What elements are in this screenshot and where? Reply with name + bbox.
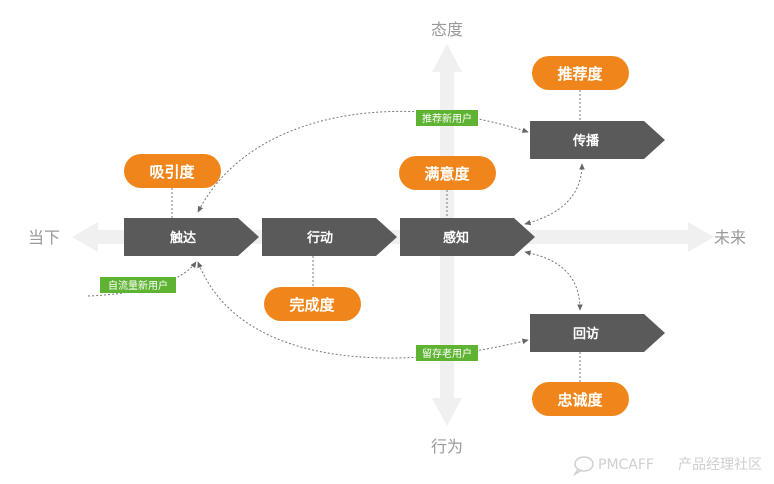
tag-retain-old-users-label: 留存老用户: [422, 347, 472, 360]
tag-organic-new-users-label: 自流量新用户: [108, 279, 168, 292]
flow-perception-to-spread: [524, 163, 585, 226]
node-spread-label: 传播: [572, 133, 600, 149]
tag-organic-new-users: 自流量新用户: [100, 277, 176, 293]
flow-spread-to-touch: [197, 110, 529, 213]
metric-completion-label: 完成度: [289, 296, 335, 314]
node-action-label: 行动: [306, 230, 333, 246]
node-perception: 感知: [400, 218, 535, 256]
node-revisit-label: 回访: [573, 326, 599, 342]
metric-loyalty: 忠诚度: [532, 382, 629, 416]
metric-recommendation-label: 推荐度: [557, 65, 603, 83]
node-perception-label: 感知: [443, 230, 469, 246]
watermark-community: 产品经理社区: [678, 457, 762, 473]
axis-label-left: 当下: [28, 228, 60, 247]
tag-recommend-new-users-label: 推荐新用户: [422, 112, 472, 125]
node-spread: 传播: [530, 121, 665, 159]
axis-label-right: 未来: [714, 228, 746, 247]
node-revisit: 回访: [530, 314, 665, 352]
tag-recommend-new-users: 推荐新用户: [416, 110, 478, 126]
metric-satisfaction: 满意度: [399, 156, 496, 190]
node-touch: 触达: [124, 218, 259, 256]
metric-satisfaction-label: 满意度: [424, 165, 470, 183]
watermark: PMCAFF 产品经理社区: [572, 456, 762, 477]
node-action: 行动: [262, 218, 397, 256]
metric-loyalty-label: 忠诚度: [557, 391, 603, 409]
metric-recommendation: 推荐度: [532, 56, 629, 90]
metric-attraction-label: 吸引度: [149, 163, 195, 181]
flow-revisit-to-touch: [197, 261, 529, 359]
flow-perception-to-revisit: [524, 250, 583, 311]
axis-label-top: 态度: [431, 20, 463, 39]
axis-label-bottom: 行为: [431, 437, 463, 456]
tag-retain-old-users: 留存老用户: [416, 345, 478, 361]
watermark-brand: PMCAFF: [598, 457, 654, 473]
chat-bubble-icon: [572, 456, 594, 477]
metric-completion: 完成度: [264, 287, 361, 321]
node-touch-label: 触达: [169, 230, 196, 246]
metric-attraction: 吸引度: [124, 154, 221, 188]
